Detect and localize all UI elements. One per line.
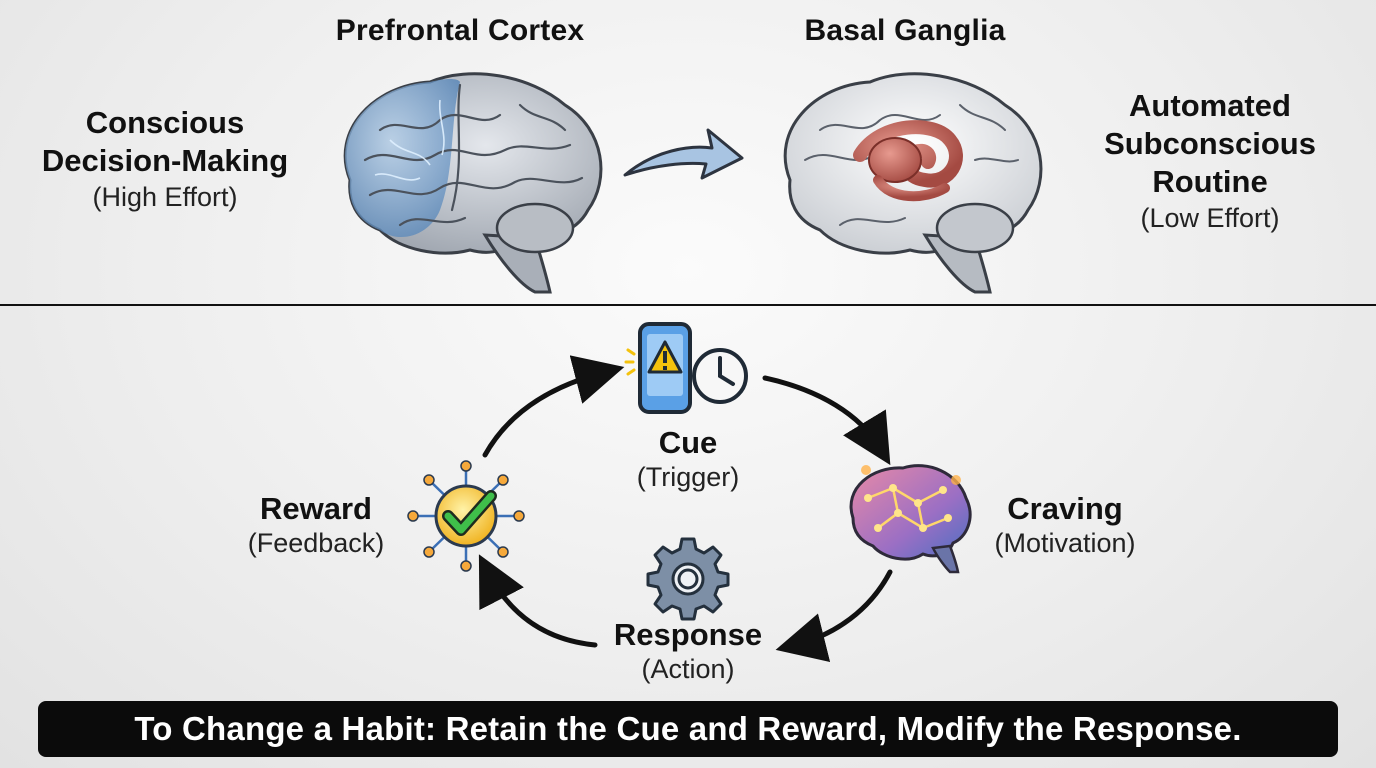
- basal-ganglia-brain-icon: [783, 72, 1043, 294]
- reward-label: Reward: [260, 491, 372, 526]
- automated-label-line3: Routine: [1152, 164, 1268, 199]
- response-sub: (Action): [641, 654, 735, 684]
- response-node: Response (Action): [578, 616, 798, 685]
- conscious-label-line2: Decision-Making: [41, 143, 289, 178]
- checkmark-icon: [407, 460, 525, 572]
- conscious-label-line1: Conscious: [85, 105, 245, 140]
- clock-icon: [692, 348, 748, 404]
- automated-label: Automated Subconscious Routine (Low Effo…: [1065, 87, 1355, 234]
- motivation-brain-icon: [849, 464, 972, 574]
- right-arrow-icon: [623, 128, 744, 180]
- prefrontal-cortex-title: Prefrontal Cortex: [335, 14, 585, 47]
- reward-sub: (Feedback): [247, 528, 385, 558]
- automated-label-effort: (Low Effort): [1140, 203, 1280, 233]
- automated-label-line1: Automated: [1129, 88, 1291, 123]
- cue-label: Cue: [658, 425, 718, 460]
- cue-sub: (Trigger): [636, 462, 740, 492]
- craving-sub: (Motivation): [994, 528, 1136, 558]
- basal-ganglia-title: Basal Ganglia: [804, 14, 1006, 47]
- section-divider: [0, 304, 1376, 306]
- cue-node: Cue (Trigger): [588, 424, 788, 493]
- gear-icon: [646, 537, 730, 621]
- conscious-label-effort: (High Effort): [92, 182, 238, 212]
- conscious-label: Conscious Decision-Making (High Effort): [10, 104, 320, 213]
- automated-label-line2: Subconscious: [1104, 126, 1316, 161]
- reward-node: Reward (Feedback): [216, 490, 416, 559]
- craving-node: Craving (Motivation): [965, 490, 1165, 559]
- prefrontal-brain-icon: [343, 72, 603, 294]
- habit-change-banner: To Change a Habit: Retain the Cue and Re…: [38, 701, 1338, 757]
- response-label: Response: [613, 617, 763, 652]
- phone-alert-icon: [624, 322, 692, 414]
- cue-icon: [624, 322, 748, 414]
- craving-label: Craving: [1007, 491, 1123, 526]
